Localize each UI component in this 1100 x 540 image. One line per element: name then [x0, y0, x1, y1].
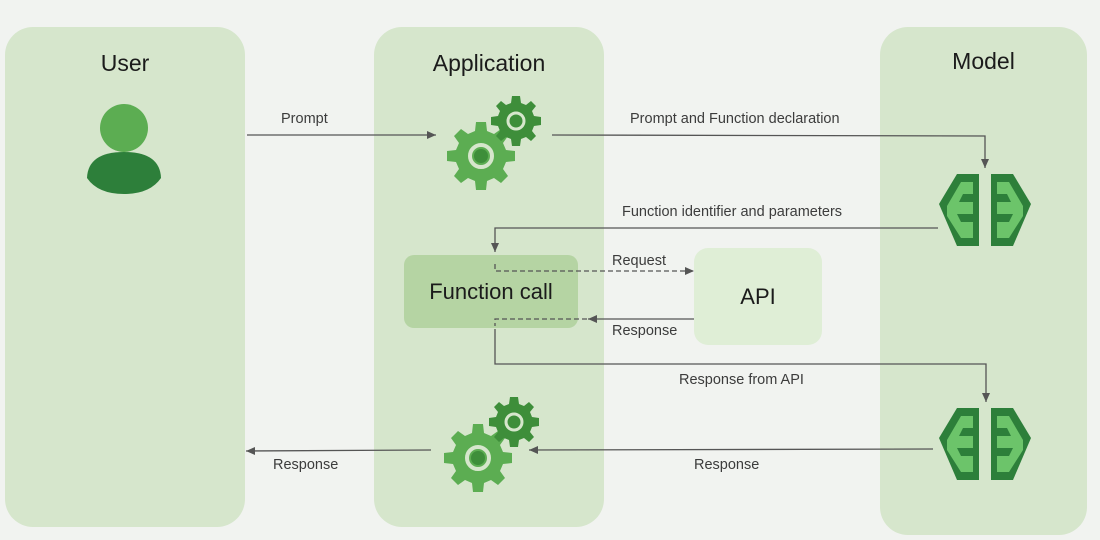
user-icon [87, 104, 161, 194]
gears-icon-bottom [442, 395, 541, 494]
gears-icon-top [445, 94, 543, 192]
model-lane-title: Model [952, 48, 1015, 74]
application-lane-title: Application [432, 50, 546, 76]
label-user-response: Response [273, 457, 339, 473]
label-request: Request [612, 253, 667, 269]
api-label: API [740, 283, 776, 309]
arrow-prompt-declaration [551, 134, 989, 168]
arrow-function-identifier [491, 227, 938, 252]
function-call-label: Function call [429, 278, 553, 304]
label-model-response: Response [694, 457, 760, 473]
label-prompt: Prompt [281, 111, 328, 127]
label-api-response: Response [612, 323, 678, 339]
label-function-identifier: Function identifier and parameters [622, 204, 843, 220]
arrow-response-from-api [494, 329, 990, 402]
arrow-api-response-dashed [494, 318, 587, 326]
label-prompt-and-declaration: Prompt and Function declaration [630, 111, 840, 127]
arrow-user-response [245, 446, 432, 455]
brain-icon-top [939, 174, 1031, 246]
arrow-model-response [528, 445, 934, 454]
arrow-request [494, 264, 694, 275]
function-call-box: Function call [404, 255, 578, 328]
user-lane-title: User [100, 50, 150, 76]
label-response-from-api: Response from API [679, 372, 804, 388]
brain-icon-bottom [939, 408, 1031, 480]
api-box: API [694, 248, 822, 345]
